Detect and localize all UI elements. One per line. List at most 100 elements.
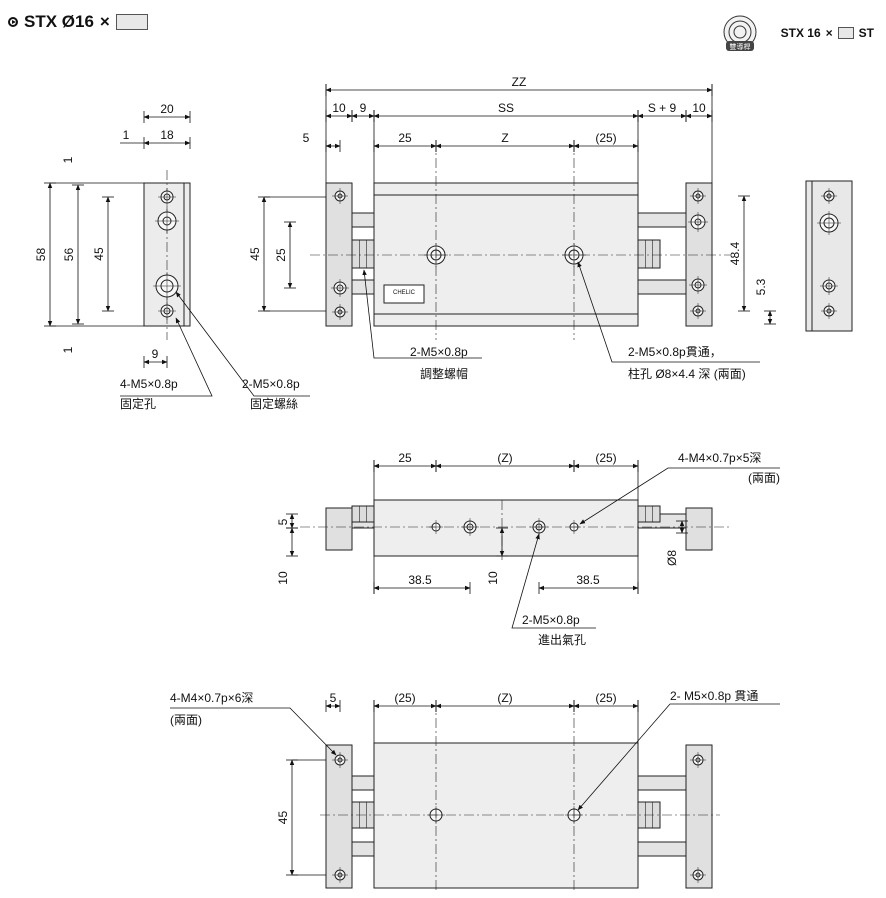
front-adjust-nut-left xyxy=(351,239,375,269)
end-left-hole-top xyxy=(158,188,176,206)
leader-side-port xyxy=(511,533,596,629)
front-plate-left-hole-bot xyxy=(332,304,348,320)
callout-fixing-hole-spec: 4-M5×0.8p xyxy=(120,377,178,391)
dim-end-9-label: 9 xyxy=(152,347,159,361)
dim-s-plus-9-label: S + 9 xyxy=(648,101,677,115)
end-left-hole-bottom xyxy=(158,302,176,320)
side-plate-right xyxy=(685,507,713,551)
leader-fixing-screw xyxy=(175,291,310,397)
bottom-plate-left xyxy=(325,744,353,889)
dim-bottom-5-label: 5 xyxy=(330,691,337,705)
front-plate-left-hole-mid xyxy=(331,279,349,297)
dim-side-38-5-right-label: 38.5 xyxy=(576,573,600,587)
suffix-text: ST xyxy=(858,26,874,40)
double-guide-rod-badge-icon: 雙導桿 xyxy=(723,15,757,51)
end-right-hole-mid xyxy=(817,211,841,235)
title-text: STX Ø16 xyxy=(24,12,94,31)
callout-adjust-nut-spec: 2-M5×0.8p xyxy=(410,345,468,359)
dim-ss-label: SS xyxy=(498,101,514,115)
bottom-plate-right-hole-top xyxy=(690,752,706,768)
front-body xyxy=(373,182,639,327)
end-right-hole-bot xyxy=(821,303,837,319)
dim-zz-label: ZZ xyxy=(512,75,527,89)
front-plate-left-hole-top xyxy=(332,188,348,204)
front-plate-right-hole-top xyxy=(690,188,706,204)
dim-end-1-label: 1 xyxy=(123,128,130,142)
dim-front-25-label: 25 xyxy=(398,131,412,145)
dim-side-10-label: 10 xyxy=(276,571,290,585)
dim-side-5-label: 5 xyxy=(276,518,290,525)
dim-end-height-45-label: 45 xyxy=(92,247,106,261)
dim-front-10-right-label: 10 xyxy=(692,101,706,115)
callout-fixing-screw-spec: 2-M5×0.8p xyxy=(242,377,300,391)
leader-fixing-hole xyxy=(120,317,213,397)
leader-bottom-tap xyxy=(170,707,337,756)
callout-bottom-through-spec: 2- M5×0.8p 貫通 xyxy=(670,689,758,703)
front-plate-left xyxy=(325,182,353,327)
side-nut-left xyxy=(351,505,375,523)
dim-bottom-45-label: 45 xyxy=(276,811,290,825)
times-sign-2: × xyxy=(825,26,833,40)
bottom-plate-right xyxy=(685,744,713,889)
end-left-hole-mid xyxy=(155,209,179,233)
front-adjust-nut-right xyxy=(637,239,661,269)
front-plate-right-hole-low xyxy=(689,276,707,294)
callout-fixing-screw-desc: 固定螺絲 xyxy=(250,396,298,411)
bottom-plate-left-hole-bot xyxy=(332,867,348,883)
callout-fixing-hole-desc: 固定孔 xyxy=(120,396,156,411)
front-plate-right-hole-mid xyxy=(688,212,708,232)
callout-side-port-spec: 2-M5×0.8p xyxy=(522,613,580,627)
dim-front-25-v-label: 25 xyxy=(274,248,288,262)
leader-adjust-nut xyxy=(362,269,482,359)
front-nameplate-label: CHELIC xyxy=(393,290,416,296)
dim-end-1-top: 1 xyxy=(61,156,75,163)
dim-side-25-paren-label: (25) xyxy=(595,451,616,465)
dim-front-5-3-label: 5.3 xyxy=(754,278,768,295)
badge-label: 雙導桿 xyxy=(730,42,751,51)
leader-side-tap xyxy=(579,467,780,525)
end-left-hole-low xyxy=(153,272,181,300)
front-plate-right xyxy=(685,182,713,327)
dim-front-45-label: 45 xyxy=(248,247,262,261)
stroke-placeholder-box-small xyxy=(837,27,854,39)
dim-side-38-5-left-label: 38.5 xyxy=(408,573,432,587)
dim-end-height-58-label: 58 xyxy=(34,248,48,262)
dim-front-5-label: 5 xyxy=(303,131,310,145)
callout-side-tap-spec: 4-M4×0.7p×5深 xyxy=(678,451,761,465)
bottom-body xyxy=(373,742,639,889)
bottom-plate-right-hole-bot xyxy=(690,867,706,883)
end-right-hole-top xyxy=(821,188,837,204)
side-plate-left xyxy=(325,507,353,551)
dim-side-25-label: 25 xyxy=(398,451,412,465)
dim-side-z-label: (Z) xyxy=(497,451,512,465)
front-nameplate xyxy=(383,284,425,304)
leader-bottom-through xyxy=(577,703,780,811)
model-title: STX 16 × ST xyxy=(781,26,874,40)
dim-bottom-25-paren-label: (25) xyxy=(595,691,616,705)
callout-bottom-tap-spec: 4-M4×0.7p×6深 xyxy=(170,691,253,705)
bottom-plate-left-hole-top xyxy=(332,752,348,768)
bullet-icon xyxy=(8,17,18,27)
dim-front-z-label: Z xyxy=(501,131,508,145)
model-text: STX 16 xyxy=(780,26,821,40)
dim-front-9-label: 9 xyxy=(360,101,367,115)
dim-bottom-z-label: (Z) xyxy=(497,691,512,705)
callout-side-port-desc: 進出氣孔 xyxy=(538,633,586,647)
end-right-hole-low xyxy=(820,277,838,295)
page-title: STX Ø16 × xyxy=(8,12,148,32)
callout-through-hole-spec: 2-M5×0.8p貫通， xyxy=(628,345,722,359)
dim-end-1-bot: 1 xyxy=(61,346,75,353)
stroke-placeholder-box xyxy=(115,14,148,30)
callout-bottom-tap-desc: (兩面) xyxy=(170,713,202,727)
dim-bottom-25-label: (25) xyxy=(394,691,415,705)
times-sign: × xyxy=(99,12,110,31)
dim-end-width-18-label: 18 xyxy=(160,128,174,142)
callout-adjust-nut-desc: 調整螺帽 xyxy=(420,366,468,381)
dim-front-48-4-label: 48.4 xyxy=(728,241,742,265)
dim-front-10-left-label: 10 xyxy=(332,101,346,115)
dim-end-height-56-label: 56 xyxy=(62,248,76,262)
dim-side-10-mid-label: 10 xyxy=(486,571,500,585)
dim-side-d8-label: Ø8 xyxy=(665,550,679,566)
leader-through-hole xyxy=(577,261,760,363)
